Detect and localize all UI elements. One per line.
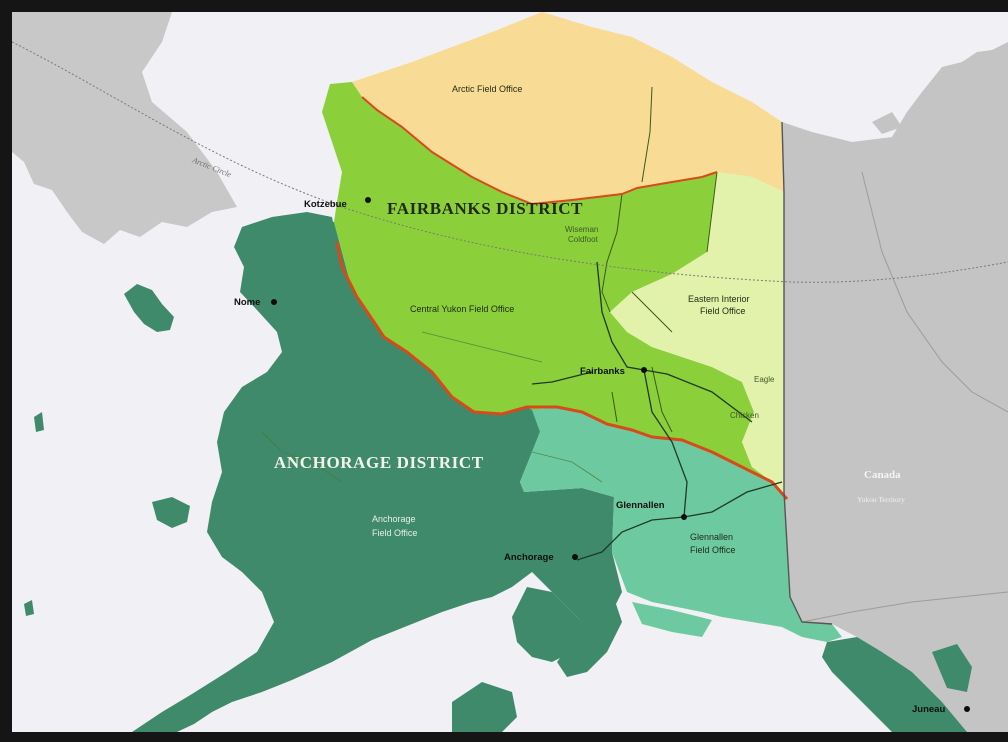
eastern-interior-label-2: Field Office xyxy=(700,306,745,316)
nunivak-island xyxy=(152,497,190,528)
southeast-alaska-panhandle[interactable] xyxy=(822,637,967,732)
russia-landmass xyxy=(12,12,237,244)
small-island-1 xyxy=(34,412,44,432)
anchorage-district-label: ANCHORAGE DISTRICT xyxy=(274,453,484,472)
russia-island xyxy=(30,52,57,104)
eagle-label: Eagle xyxy=(754,375,775,384)
canada-landmass xyxy=(782,42,1008,732)
fairbanks-field-office-boundaries xyxy=(601,86,718,433)
rivers xyxy=(261,331,603,483)
glennallen-marker[interactable] xyxy=(681,514,687,520)
anchorage-label: Anchorage xyxy=(504,552,554,563)
alaska-blm-districts-map[interactable]: Arctic Circle FAIRBANKS DISTRICT ANCHORA… xyxy=(12,12,1008,732)
seward-peninsula xyxy=(244,215,357,314)
glennallen-field-office-label-1: Glennallen xyxy=(690,532,733,542)
glennallen-label: Glennallen xyxy=(616,500,665,511)
us-canada-border xyxy=(781,121,833,625)
region-central-yukon-field-office[interactable] xyxy=(322,82,784,497)
roads xyxy=(531,261,783,561)
panhandle-island-2 xyxy=(932,644,972,692)
chicken-label: Chicken xyxy=(730,411,759,420)
prince-william-sound-land xyxy=(632,602,712,637)
central-yukon-field-office-label: Central Yukon Field Office xyxy=(410,304,514,314)
region-anchorage-field-office[interactable] xyxy=(132,212,622,732)
region-arctic-field-office[interactable] xyxy=(352,12,784,204)
nome-marker[interactable] xyxy=(271,299,277,305)
st-lawrence-island xyxy=(124,284,174,332)
kotzebue-label: Kotzebue xyxy=(304,199,347,210)
glennallen-field-office-label-2: Field Office xyxy=(690,545,735,555)
fairbanks-label: Fairbanks xyxy=(580,366,625,377)
eastern-interior-label-1: Eastern Interior xyxy=(688,294,750,304)
small-island-2 xyxy=(24,600,34,616)
yukon-border-line-2 xyxy=(801,591,1008,623)
arctic-boundary-line xyxy=(361,96,718,205)
arctic-field-office-label: Arctic Field Office xyxy=(452,84,522,94)
juneau-label: Juneau xyxy=(912,704,945,715)
kotzebue-marker[interactable] xyxy=(365,197,371,203)
anchorage-field-office-label-2: Field Office xyxy=(372,528,417,538)
coldfoot-label: Coldfoot xyxy=(568,235,599,244)
anchorage-marker[interactable] xyxy=(572,554,578,560)
juneau-marker[interactable] xyxy=(964,706,970,712)
kodiak-island xyxy=(452,682,517,732)
kenai-peninsula xyxy=(557,582,622,677)
canada-coast-island xyxy=(872,112,902,134)
fairbanks-marker[interactable] xyxy=(641,367,647,373)
nome-label: Nome xyxy=(234,297,260,308)
anchorage-field-office-label-1: Anchorage xyxy=(372,514,416,524)
panhandle-island-1 xyxy=(882,684,917,724)
district-boundary-line xyxy=(335,241,789,500)
region-glennallen-field-office[interactable] xyxy=(520,407,842,642)
fairbanks-district-label: FAIRBANKS DISTRICT xyxy=(387,199,583,218)
wiseman-label: Wiseman xyxy=(565,225,598,234)
canada-label: Canada xyxy=(864,469,901,481)
yukon-border-line xyxy=(861,171,1008,413)
yukon-territory-label: Yukon Territory xyxy=(857,495,905,504)
region-eastern-interior-field-office[interactable] xyxy=(610,172,784,492)
